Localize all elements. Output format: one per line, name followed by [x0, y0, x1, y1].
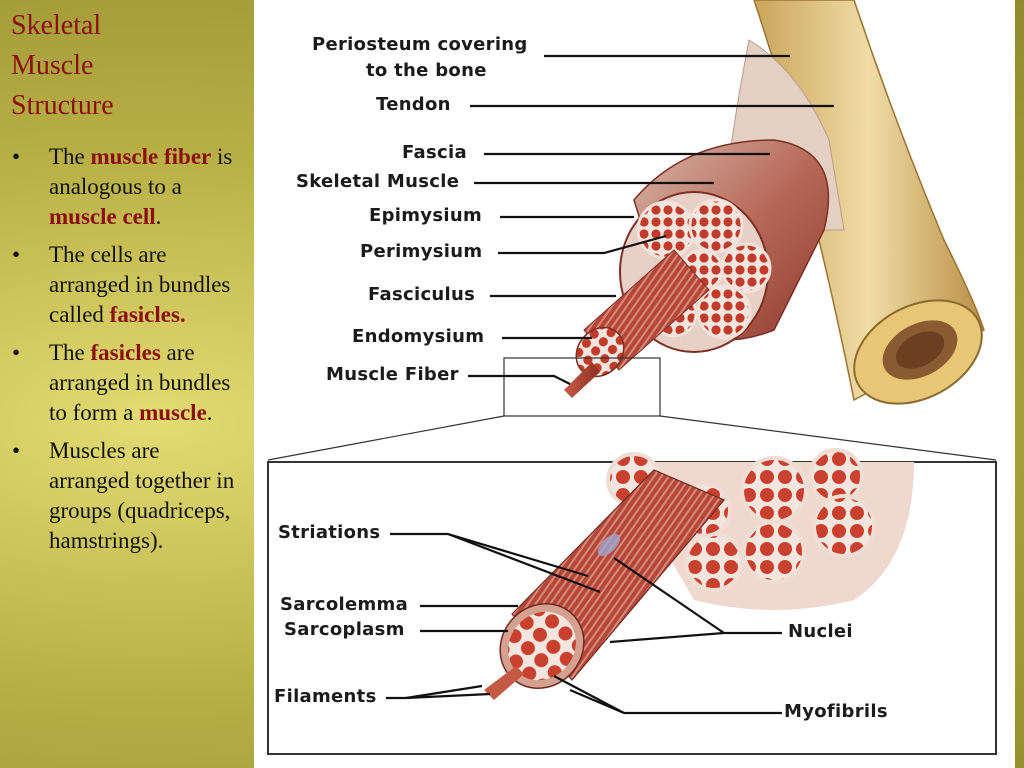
bullet-item: The fasicles are arranged in bundles to …: [12, 338, 240, 428]
label-periosteum-line2: to the bone: [366, 60, 487, 81]
bullet-bold-text: fasicles.: [109, 302, 186, 327]
label-epimysium: Epimysium: [369, 205, 482, 226]
label-muscle-fiber: Muscle Fiber: [326, 364, 459, 385]
anatomy-illustration: Periosteum covering to the bone Tendon F…: [267, 0, 997, 755]
slide-title: Skeletal Muscle Structure: [11, 6, 231, 126]
label-endomysium: Endomysium: [352, 326, 484, 347]
label-perimysium: Perimysium: [360, 241, 482, 262]
bullet-bold-text: muscle: [139, 400, 207, 425]
label-nuclei: Nuclei: [788, 621, 853, 642]
bullet-text: The: [49, 144, 91, 169]
zoom-box: [503, 357, 661, 417]
text-panel: Skeletal Muscle Structure The muscle fib…: [0, 0, 252, 768]
label-filaments: Filaments: [274, 686, 377, 707]
bullet-bold-text: fasicles: [90, 340, 161, 365]
bullet-text: The: [49, 340, 91, 365]
label-periosteum-line1: Periosteum covering: [312, 34, 528, 55]
bullet-text: is analogous to a: [49, 144, 233, 199]
bullet-text: .: [206, 400, 213, 425]
label-skeletal-muscle: Skeletal Muscle: [296, 171, 459, 192]
bullet-text: Muscles are arranged together in groups …: [49, 438, 235, 553]
bullet-bold-text: muscle cell: [49, 204, 156, 229]
bullet-text: are arranged in bundles to form a: [49, 340, 231, 425]
label-striations: Striations: [278, 522, 380, 543]
label-fasciculus: Fasciculus: [368, 284, 475, 305]
label-myofibrils: Myofibrils: [784, 701, 888, 722]
bullet-item: The muscle fiber is analogous to a muscl…: [12, 142, 240, 232]
title-line-3: Structure: [11, 90, 114, 121]
label-fascia: Fascia: [402, 142, 467, 163]
bullet-bold-text: muscle fiber: [90, 144, 212, 169]
bullet-text: The cells are arranged in bundles called: [49, 242, 231, 327]
label-sarcoplasm: Sarcoplasm: [284, 619, 405, 640]
muscle-fiber: [564, 362, 600, 398]
muscle-anatomy-figure: Periosteum covering to the bone Tendon F…: [254, 0, 1015, 768]
bullet-item: Muscles are arranged together in groups …: [12, 436, 240, 556]
title-line-2: Muscle: [11, 50, 94, 81]
bullet-item: The cells are arranged in bundles called…: [12, 240, 240, 330]
fasciculus: [575, 249, 710, 378]
title-line-1: Skeletal: [11, 10, 102, 41]
label-tendon: Tendon: [376, 94, 451, 115]
inset-muscle-fiber: [484, 469, 725, 700]
bullet-list: The muscle fiber is analogous to a muscl…: [12, 142, 240, 564]
label-sarcolemma: Sarcolemma: [280, 594, 408, 615]
bullet-text: .: [155, 204, 162, 229]
